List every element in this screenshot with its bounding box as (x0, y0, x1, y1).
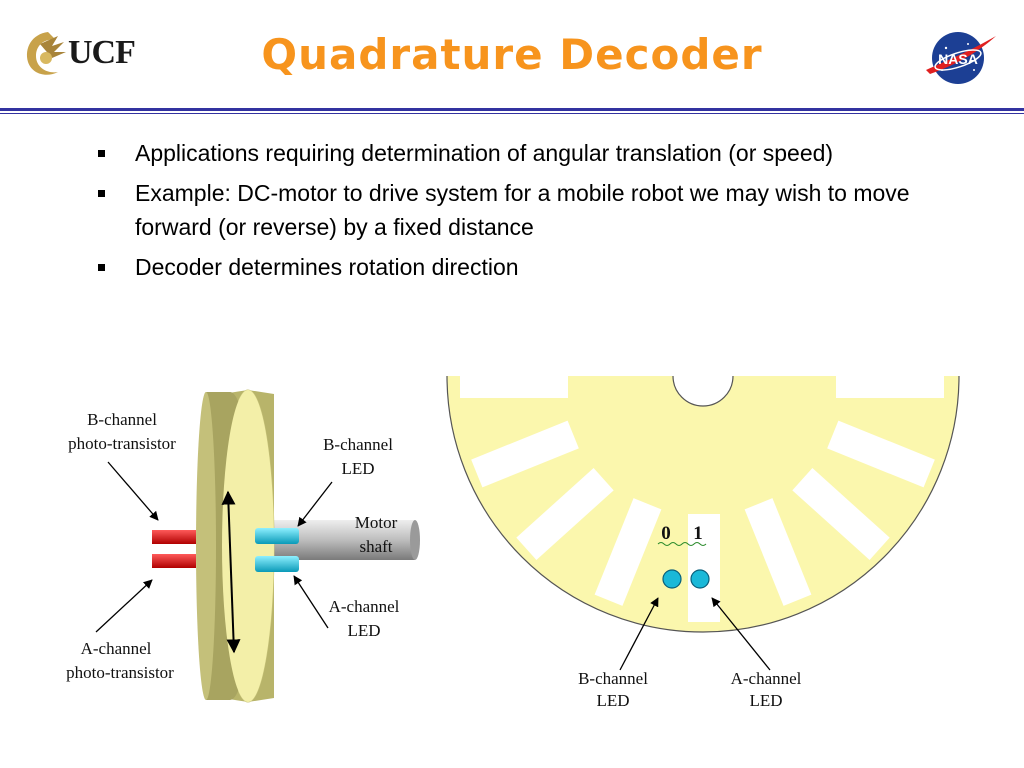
bullet-marker (98, 190, 105, 197)
nasa-logo: NASA (918, 30, 1000, 86)
bit-one-label: 1 (693, 523, 703, 544)
label-disk-b-led-line2: LED (596, 691, 629, 710)
a-channel-photo-transistor (152, 554, 196, 568)
bullet-text: Applications requiring determination of … (135, 140, 834, 166)
bullet-text: Example: DC-motor to drive system for a … (135, 180, 910, 240)
label-a-led-line1: A-channel (329, 597, 400, 616)
label-motor-shaft-line2: shaft (359, 537, 392, 556)
encoder-disk (446, 376, 960, 633)
bullet-marker (98, 264, 105, 271)
list-item: Applications requiring determination of … (96, 136, 956, 170)
label-disk-b-led-line1: B-channel (578, 669, 648, 688)
b-channel-led (255, 528, 299, 544)
label-b-transistor-line2: photo-transistor (68, 434, 176, 453)
b-channel-led-dot (662, 569, 682, 589)
a-channel-led-dot (690, 569, 710, 589)
list-item: Decoder determines rotation direction (96, 250, 956, 284)
ucf-logo-text: UCF (68, 34, 136, 71)
a-channel-led (255, 556, 299, 572)
header-rule-thin (0, 113, 1024, 114)
pegasus-icon (26, 32, 66, 75)
ucf-logo: UCF (18, 24, 168, 84)
bullet-text: Decoder determines rotation direction (135, 254, 519, 280)
label-a-transistor-line2: photo-transistor (66, 663, 174, 682)
bullet-marker (98, 150, 105, 157)
encoder-side-view: B-channel photo-transistor B-channel LED… (66, 389, 420, 703)
encoder-disk-face: 0 1 B-channel LED A-channel LED (446, 376, 960, 710)
bullet-list: Applications requiring determination of … (96, 136, 956, 290)
label-motor-shaft-line1: Motor (355, 513, 398, 532)
list-item: Example: DC-motor to drive system for a … (96, 176, 956, 244)
nasa-logo-text: NASA (938, 51, 978, 67)
label-a-led-line2: LED (347, 621, 380, 640)
label-b-led-line1: B-channel (323, 435, 393, 454)
page-title: Quadrature Decoder (261, 30, 763, 79)
label-b-led-line2: LED (341, 459, 374, 478)
b-channel-photo-transistor (152, 530, 196, 544)
bit-zero-label: 0 (661, 523, 671, 544)
header-rule (0, 108, 1024, 111)
label-a-transistor-line1: A-channel (81, 639, 152, 658)
encoder-wheel (196, 389, 275, 703)
label-disk-a-led-line1: A-channel (731, 669, 802, 688)
label-disk-a-led-line2: LED (749, 691, 782, 710)
rotation-arrow (221, 490, 241, 654)
label-b-transistor-line1: B-channel (87, 410, 157, 429)
